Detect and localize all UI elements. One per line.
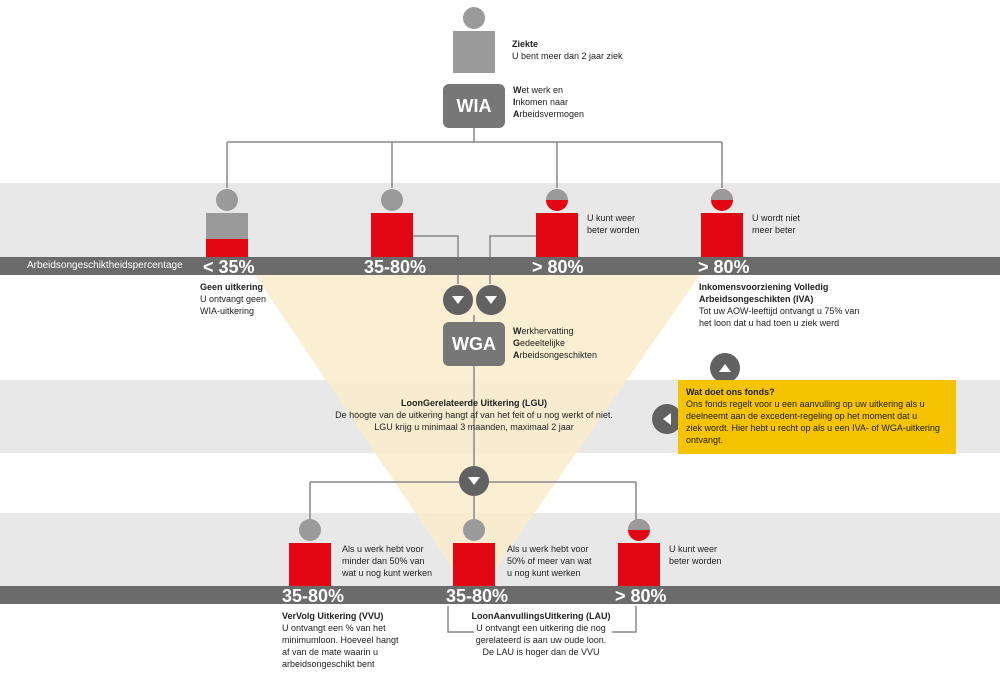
note-niet-beter-line-1: U wordt niet (752, 213, 801, 223)
note-beter-worden-bottom-line-2: beter worden (669, 556, 722, 566)
grey-band-top (0, 183, 1000, 258)
fonds-title: Wat doet ons fonds? (686, 387, 775, 397)
wia-letter-2: I (513, 97, 516, 107)
ziekte-subtitle: U bent meer dan 2 jaar ziek (512, 51, 623, 61)
chevron-down-icon (452, 296, 464, 304)
percentage-lt35: < 35% (203, 257, 255, 277)
percentage-gt80-a: > 80% (532, 257, 584, 277)
wga-box: WGA (443, 322, 505, 366)
iva-block: Inkomensvoorziening Volledig Arbeidsonge… (699, 281, 859, 329)
lgu-line-2: LGU krijg u minimaal 3 maanden, maximaal… (374, 422, 574, 432)
percentage-bar-bottom (0, 586, 1000, 604)
note-meer-50-line-2: 50% of meer van wat (507, 556, 592, 566)
person-icon-herstel-bottom (618, 519, 660, 589)
lau-title: LoonAanvullingsUitkering (LAU) (471, 611, 611, 621)
note-niet-beter-line-2: meer beter (752, 225, 796, 235)
arrow-left-button[interactable] (652, 404, 682, 434)
note-minder-50-line-2: minder dan 50% van (342, 556, 425, 566)
lau-block: LoonAanvullingsUitkering (LAU) U ontvang… (452, 610, 630, 658)
fonds-line-1: Ons fonds regelt voor u een aanvulling o… (686, 399, 925, 409)
percentage-35-80: 35-80% (364, 257, 427, 277)
arrow-down-button-bottom[interactable] (459, 466, 489, 496)
wga-letter-1: W (513, 326, 522, 336)
note-minder-50-line-1: Als u werk hebt voor (342, 544, 424, 554)
wia-box: WIA (443, 84, 505, 128)
note-meer-50-line-1: Als u werk hebt voor (507, 544, 589, 554)
lau-line-2: gerelateerd is aan uw oude loon. (475, 635, 607, 645)
vvu-line-2: minimumloon. Hoeveel hangt (282, 635, 399, 645)
note-minder-50-line-3: wat u nog kunt werken (342, 568, 433, 578)
wga-word-2: edeeltelijke (520, 338, 566, 348)
percentage-bar-top (0, 257, 1000, 275)
ziekte-title: Ziekte (512, 39, 539, 49)
chevron-left-icon (663, 413, 671, 425)
wga-word-1: erkhervatting (521, 326, 574, 336)
wia-word-2: nkomen naar (515, 97, 569, 107)
person-icon-80-blijvend (701, 189, 743, 259)
arrow-up-button[interactable] (710, 353, 740, 383)
iva-line-1: Tot uw AOW-leeftijd ontvangt u 75% van (699, 306, 860, 316)
note-niet-beter: U wordt niet meer beter (752, 212, 800, 236)
note-beter-worden-bottom-line-1: U kunt weer (669, 544, 718, 554)
percentage-gt80-b: > 80% (698, 257, 750, 277)
percentage-bottom-vvu: 35-80% (282, 586, 345, 606)
vvu-line-1: U ontvangt een % van het (282, 623, 386, 633)
geen-uitkering-line-2: WIA-uitkering (200, 306, 255, 316)
wia-letter-1: W (513, 85, 522, 95)
wga-expansion: Werkhervatting Gedeeltelijke Arbeidsonge… (513, 325, 597, 361)
geen-uitkering-line-1: U ontvangt geen (200, 294, 267, 304)
lau-line-3: De LAU is hoger dan de VVU (482, 647, 600, 657)
lau-line-1: U ontvangt een uitkering die nog (476, 623, 606, 633)
lgu-line-1: De hoogte van de uitkering hangt af van … (335, 410, 613, 420)
iva-title-line-1: Inkomensvoorziening Volledig (699, 282, 829, 292)
iva-line-2: het loon dat u had toen u ziek werd (699, 318, 840, 328)
note-beter-worden-line-2: beter worden (587, 225, 640, 235)
geen-uitkering-block: Geen uitkering U ontvangt geen WIA-uitke… (200, 281, 266, 317)
percentage-axis-label: Arbeidsongeschiktheidspercentage (27, 260, 183, 271)
note-beter-worden-line-1: U kunt weer (587, 213, 636, 223)
note-meer-50-line-3: u nog kunt werken (507, 568, 581, 578)
chevron-down-icon (468, 477, 480, 485)
person-icon-vvu (289, 519, 331, 589)
wia-expansion: Wet werk en Inkomen naar Arbeidsvermogen (513, 84, 584, 120)
lgu-block: LoonGerelateerde Uitkering (LGU) De hoog… (300, 397, 648, 433)
person-icon-geen (206, 189, 248, 259)
vvu-line-4: arbeidsongeschikt bent (282, 659, 375, 669)
fonds-line-2: deelneemt aan de excedent-regeling op he… (686, 411, 918, 421)
wia-word-3: rbeidsvermogen (519, 109, 585, 119)
vvu-title: VerVolg Uitkering (VVU) (282, 611, 384, 621)
person-icon-lau (453, 519, 495, 589)
geen-uitkering-title: Geen uitkering (200, 282, 264, 292)
chevron-up-icon (719, 364, 731, 372)
chevron-down-icon (485, 296, 497, 304)
wia-word-1: et werk en (521, 85, 564, 95)
vvu-block: VerVolg Uitkering (VVU) U ontvangt een %… (282, 610, 399, 670)
person-icon-35-80 (371, 189, 413, 259)
wga-letter-2: G (513, 338, 521, 348)
wia-letter-3: A (513, 109, 520, 119)
wga-word-3: rbeidsongeschikten (519, 350, 598, 360)
iva-title-line-2: Arbeidsongeschikten (IVA) (699, 294, 814, 304)
vvu-line-3: af van de mate waarin u (282, 647, 379, 657)
note-beter-worden: U kunt weer beter worden (587, 212, 640, 236)
note-meer-50: Als u werk hebt voor 50% of meer van wat… (507, 543, 592, 579)
fonds-callout: Wat doet ons fonds? Ons fonds regelt voo… (678, 380, 956, 454)
fonds-line-4: ontvangt. (686, 435, 724, 445)
person-icon-80-herstel (536, 189, 578, 259)
wga-letter-3: A (513, 350, 520, 360)
percentage-bottom-lau: 35-80% (446, 586, 509, 606)
note-minder-50: Als u werk hebt voor minder dan 50% van … (342, 543, 432, 579)
person-icon-top (453, 7, 495, 73)
arrow-down-button-left[interactable] (443, 285, 473, 315)
arrow-down-button-right[interactable] (476, 285, 506, 315)
lgu-title: LoonGerelateerde Uitkering (LGU) (400, 398, 548, 408)
percentage-bottom-gt80: > 80% (615, 586, 667, 606)
note-beter-worden-bottom: U kunt weer beter worden (669, 543, 722, 567)
fonds-line-3: ziek wordt. Hier hebt u recht op als u e… (686, 423, 940, 433)
